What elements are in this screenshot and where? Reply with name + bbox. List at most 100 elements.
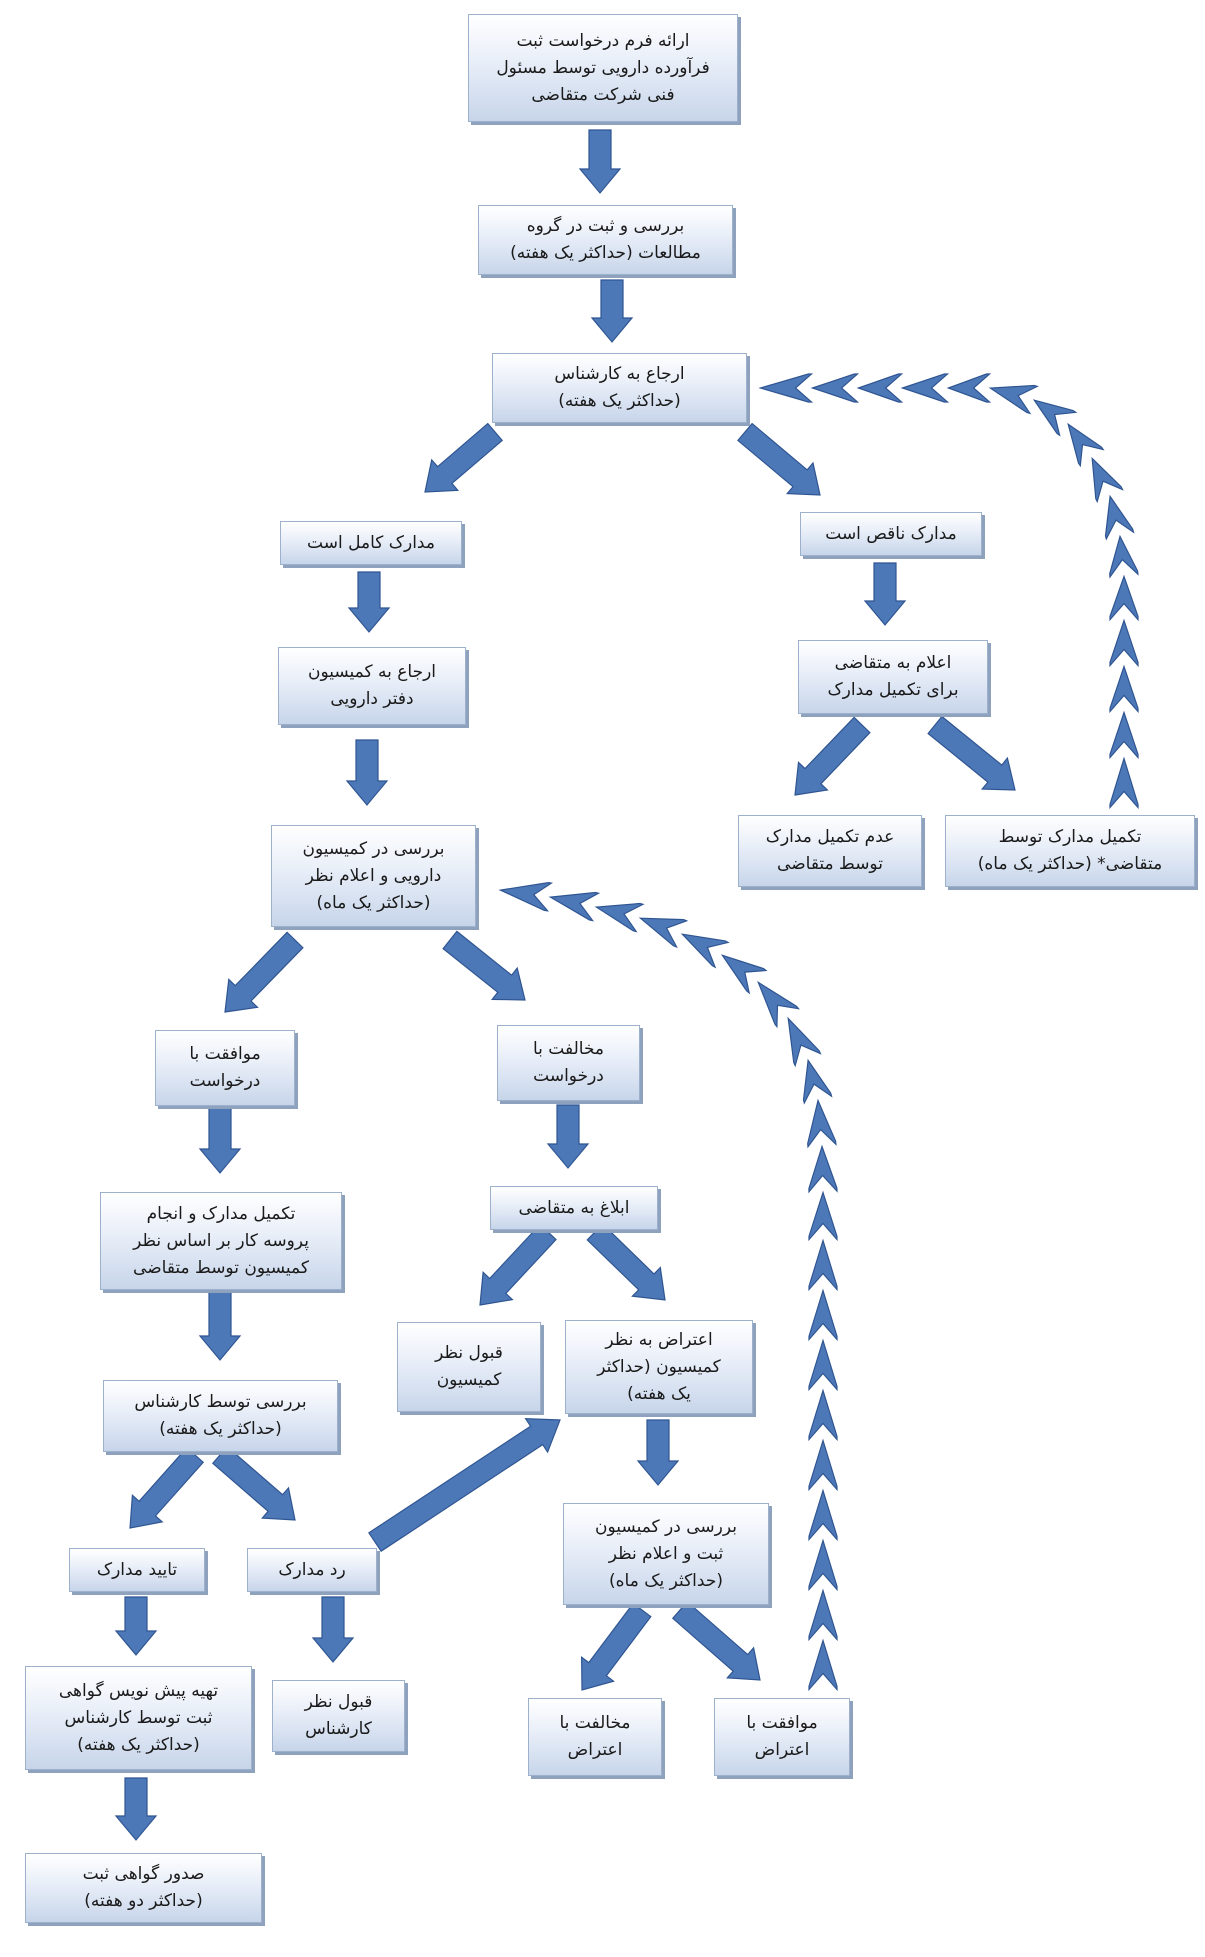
node-review-register-studies: بررسی و ثبت در گروه مطالعات (حداکثر یک ه… [478,205,733,275]
node-text: صدور گواهی ثبت (حداکثر دو هفته) [82,1864,205,1911]
node-refer-to-expert: ارجاع به کارشناس (حداکثر یک هفته) [492,353,747,423]
loop-chevron-lower [808,1288,838,1342]
node-applicant-completes-documents: تکمیل مدارک توسط متقاضی* (حداکثر یک ماه) [945,815,1195,887]
loop-chevron-lower [720,954,768,995]
node-applicant-not-completing: عدم تکمیل مدارک توسط متقاضی [738,815,922,887]
flow-arrow [590,279,634,343]
loop-chevron-lower [594,902,645,933]
node-text: بررسی در کمیسیون ثبت و اعلام نظر (حداکثر… [595,1516,737,1591]
node-text: ارائه فرم درخواست ثبت فرآورده دارویی توس… [496,30,710,105]
loop-chevron-lower [808,1190,838,1242]
node-documents-complete: مدارک کامل است [280,521,462,565]
loop-chevron-upper [1109,618,1139,668]
loop-chevron-upper [1109,664,1139,714]
node-text: رد مدارک [278,1559,346,1580]
node-text: مخالفت با درخواست [532,1039,605,1086]
loop-chevron-upper [1109,756,1139,810]
flow-arrow [424,422,504,493]
node-text: قبول نظر کارشناس [304,1692,373,1739]
node-text: تکمیل مدارک توسط متقاضی* (حداکثر یک ماه) [977,827,1163,874]
loop-chevron-upper [810,373,860,403]
flow-arrow [479,1223,557,1306]
node-text: اعتراض به نظر کمیسیون (حداکثر یک هفته) [597,1329,721,1404]
loop-chevron-lower [808,1388,838,1442]
node-notify-applicant-complete: اعلام به متقاضی برای تکمیل مدارک [798,640,988,714]
node-text: اعلام به متقاضی برای تکمیل مدارک [827,653,959,700]
node-issue-registration-certificate: صدور گواهی ثبت (حداکثر دو هفته) [25,1853,262,1923]
flow-arrow [114,1596,158,1656]
node-accept-commission-opinion: قبول نظر کمیسیون [397,1322,541,1412]
loop-chevron-lower [808,1638,838,1692]
loop-chevron-lower [808,1438,838,1492]
flow-arrow [211,1445,296,1521]
flow-arrow [737,422,821,496]
loop-chevron-lower [808,1538,838,1592]
node-text: بررسی و ثبت در گروه مطالعات (حداکثر یک ه… [510,216,701,263]
loop-chevron-lower [808,1488,838,1542]
node-submit-request: ارائه فرم درخواست ثبت فرآورده دارویی توس… [468,14,738,122]
node-documents-incomplete: مدارک ناقص است [800,512,982,556]
flow-arrow [580,1602,652,1691]
loop-chevron-upper [946,373,992,403]
loop-chevron-lower [757,980,800,1029]
node-documents-rejected: رد مدارک [247,1548,377,1592]
flow-arrow [586,1223,666,1301]
loop-chevron-lower [638,917,689,949]
flow-arrow [345,739,389,806]
flow-arrow [311,1596,355,1663]
loop-chevron-upper [1091,456,1124,504]
flow-arrow [224,931,304,1013]
node-expert-review: بررسی توسط کارشناس (حداکثر یک هفته) [103,1380,338,1452]
node-text: موافقت با درخواست [189,1044,261,1091]
node-refer-to-commission: ارجاع به کمیسیون دفتر دارویی [278,647,466,725]
node-complete-documents-process: تکمیل مدارک و انجام پروسه کار بر اساس نظ… [100,1192,342,1290]
node-text: ابلاغ به متقاضی [518,1197,630,1218]
node-registration-commission-review: بررسی در کمیسیون ثبت و اعلام نظر (حداکثر… [563,1503,769,1605]
node-text: ارجاع به کارشناس (حداکثر یک هفته) [554,364,685,411]
loop-chevron-upper [988,384,1039,415]
flow-arrow [863,562,907,626]
loop-chevron-lower [802,1058,833,1105]
flow-arrow [671,1600,761,1681]
loop-chevron-upper [1109,574,1139,622]
loop-chevron-lower [808,1144,838,1194]
flow-arrow [347,571,391,633]
flow-arrow [114,1777,158,1841]
node-text: ارجاع به کمیسیون دفتر دارویی [307,662,437,709]
node-text: عدم تکمیل مدارک توسط متقاضی [765,827,895,874]
node-pharma-commission-review: بررسی در کمیسیون دارویی و اعلام نظر (حدا… [271,825,476,927]
node-text: بررسی توسط کارشناس (حداکثر یک هفته) [134,1392,307,1439]
node-text: تهیه پیش نویس گواهی ثبت توسط کارشناس (حد… [58,1680,219,1755]
node-accept-expert-opinion: قبول نظر کارشناس [272,1680,405,1752]
loop-chevron-lower [808,1238,838,1292]
node-request-approved: موافقت با درخواست [155,1030,295,1106]
loop-chevron-lower [787,1016,822,1068]
loop-chevron-upper [856,373,904,403]
loop-chevron-upper [1104,494,1135,541]
flow-arrow [578,129,622,194]
flow-arrow [129,1446,205,1529]
loop-chevron-lower [548,891,601,922]
node-text: قبول نظر کمیسیون [435,1343,503,1390]
loop-chevron-upper [1109,710,1139,760]
node-objection-rejected: مخالفت با اعتراض [528,1698,662,1776]
loop-chevron-upper [1109,534,1139,579]
node-text: مخالفت با اعتراض [559,1713,631,1760]
flow-arrow [198,1291,242,1361]
node-text: تکمیل مدارک و انجام پروسه کار بر اساس نظ… [133,1203,309,1278]
loop-chevron-lower [807,1098,837,1149]
flow-arrow [198,1107,242,1174]
node-text: موافقت با اعتراض [746,1713,818,1760]
loop-chevron-upper [1067,422,1105,468]
loop-chevron-lower [680,933,730,969]
node-text: مدارک ناقص است [825,523,957,544]
loop-chevron-lower [498,881,554,912]
flow-arrow [442,930,526,1001]
node-text: تایید مدارک [96,1559,178,1580]
node-text: مدارک کامل است [307,532,435,553]
flow-arrow [794,716,871,796]
node-documents-approved: تایید مدارک [69,1548,205,1592]
loop-chevron-upper [900,373,950,403]
node-notify-applicant: ابلاغ به متقاضی [490,1186,658,1230]
